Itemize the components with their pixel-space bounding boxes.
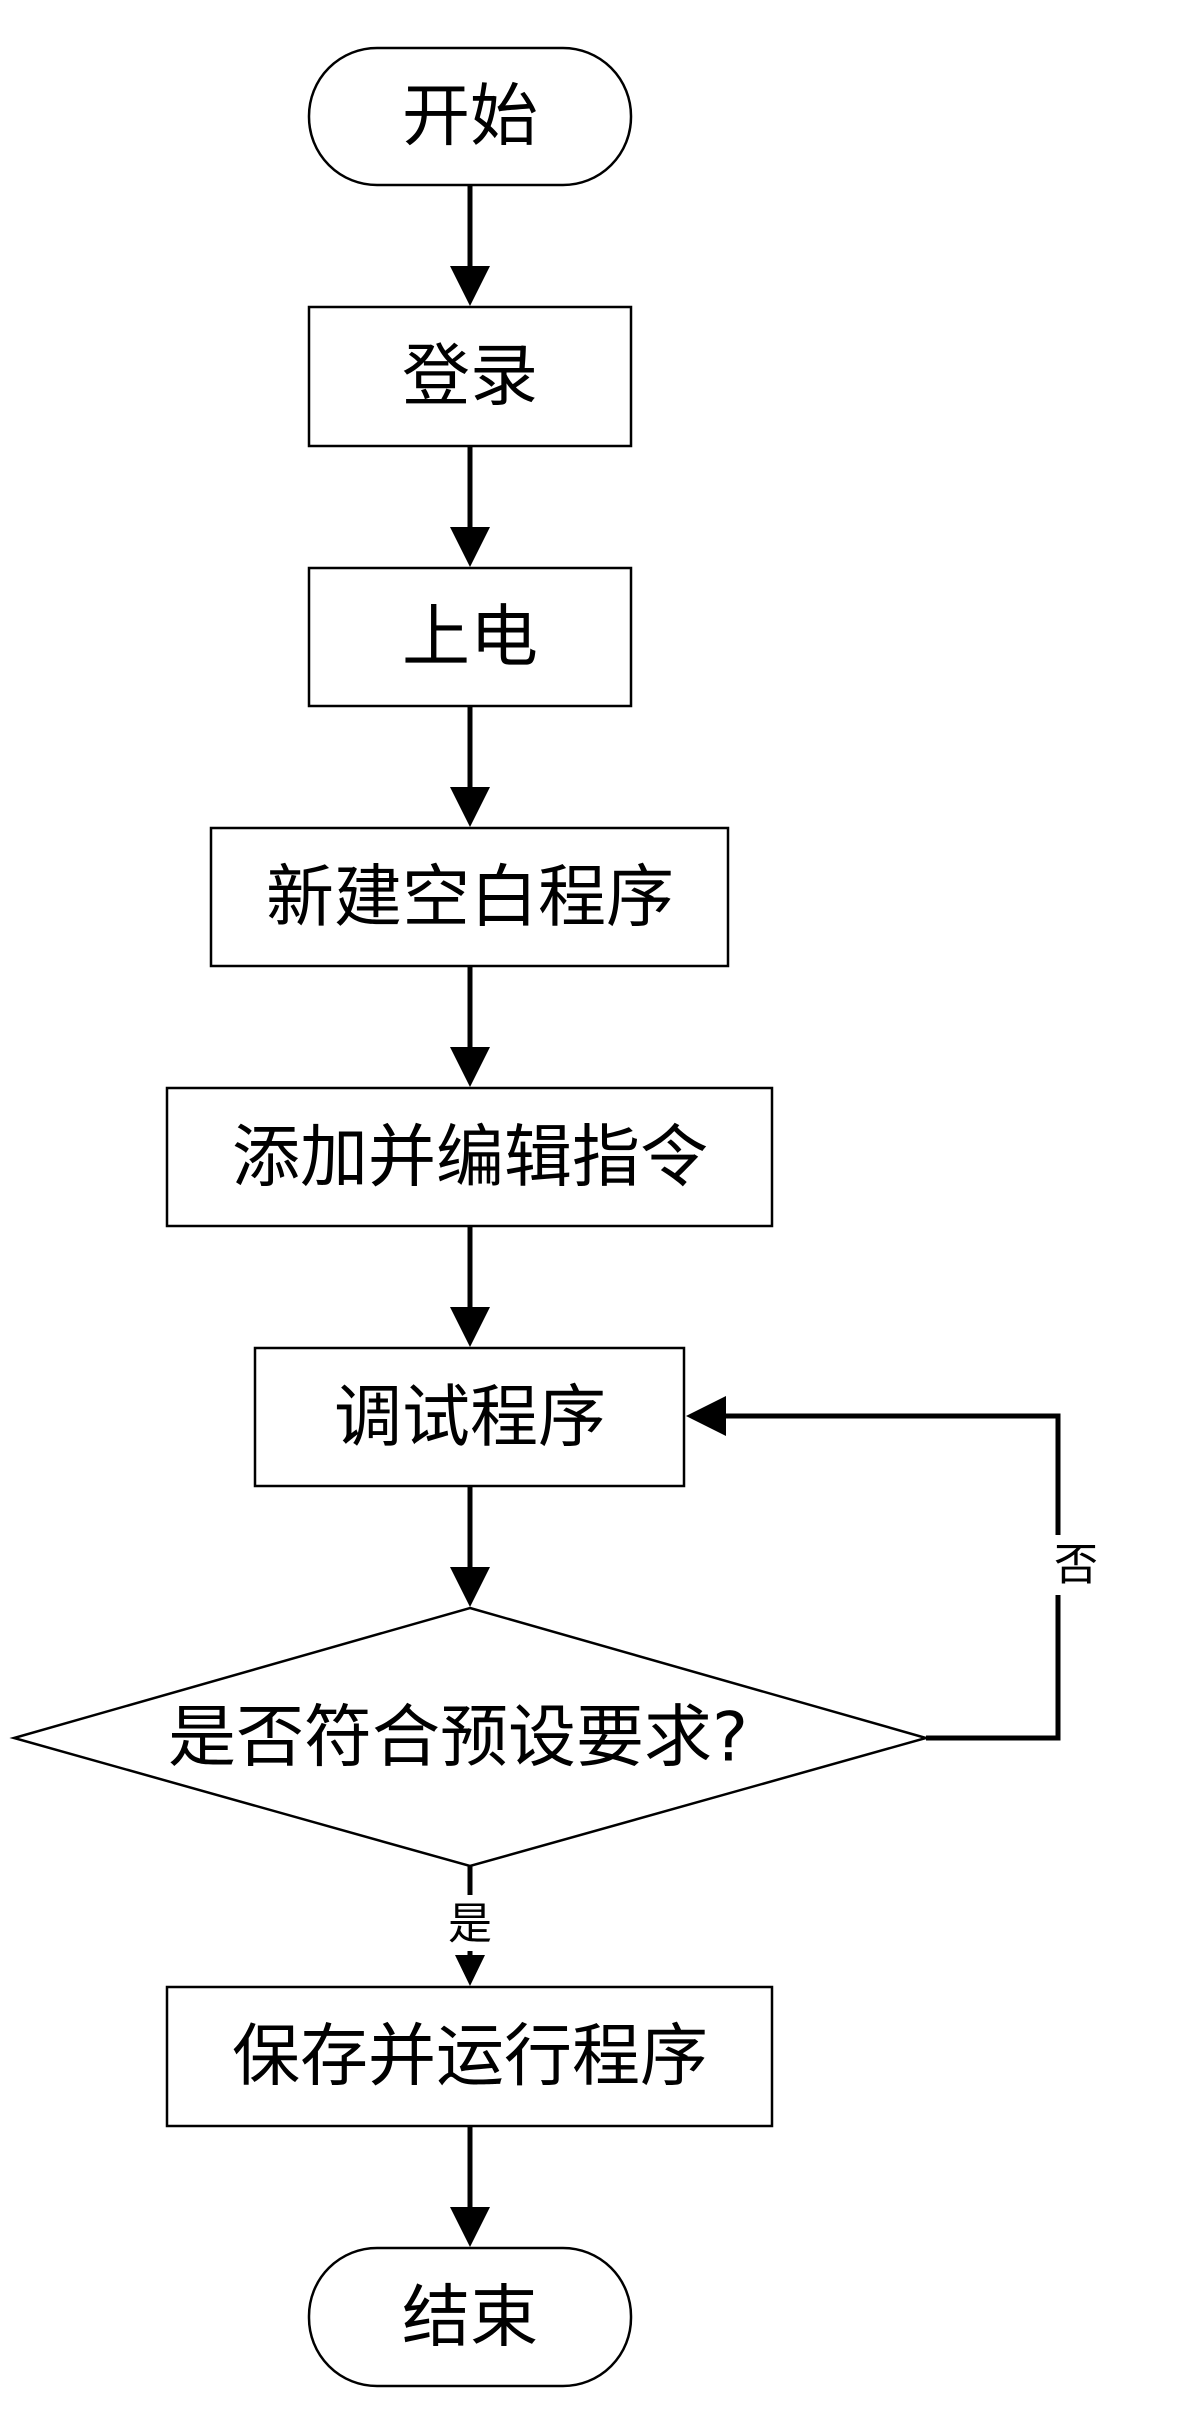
login-box	[307, 305, 633, 448]
edge-label-no: 否	[1054, 1540, 1098, 1591]
arrowhead-new-add	[450, 1047, 490, 1087]
node-debug: 调试程序	[253, 1346, 686, 1488]
end-label: 结束	[402, 2279, 538, 2358]
arrowhead-no-debug	[686, 1396, 726, 1436]
add-edit-box	[165, 1086, 774, 1228]
edge-label-no-bg	[1040, 1535, 1076, 1595]
node-end: 结束	[307, 2246, 633, 2388]
node-new-program: 新建空白程序	[209, 826, 730, 968]
arrowhead-start-login	[450, 266, 490, 306]
arrowhead-add-debug	[450, 1307, 490, 1347]
start-terminator	[307, 46, 633, 187]
decision-diamond	[9, 1606, 931, 1868]
arrowhead-login-poweron	[450, 527, 490, 567]
save-run-label: 保存并运行程序	[232, 2018, 708, 2097]
edge-label-yes: 是	[448, 1899, 492, 1950]
node-save-run: 保存并运行程序	[165, 1985, 774, 2128]
arrowhead-decision-save	[455, 1955, 485, 1986]
power-on-label: 上电	[402, 599, 538, 678]
node-start: 开始	[307, 46, 633, 187]
node-login: 登录	[307, 305, 633, 448]
decision-label: 是否符合预设要求?	[168, 1699, 748, 1778]
add-edit-label: 添加并编辑指令	[232, 1119, 708, 1198]
login-label: 登录	[402, 338, 538, 417]
node-decision: 是否符合预设要求?	[9, 1606, 931, 1868]
node-add-edit: 添加并编辑指令	[165, 1086, 774, 1228]
power-on-box	[307, 566, 633, 708]
edge-label-yes-bg	[448, 1895, 492, 1951]
end-terminator	[307, 2246, 633, 2388]
debug-label: 调试程序	[334, 1379, 606, 1458]
new-program-box	[209, 826, 730, 968]
start-label: 开始	[402, 78, 538, 157]
debug-box	[253, 1346, 686, 1488]
arrowhead-save-end	[450, 2207, 490, 2247]
save-run-box	[165, 1985, 774, 2128]
new-program-label: 新建空白程序	[266, 859, 674, 938]
arrowhead-debug-decision	[450, 1567, 490, 1607]
arrowhead-poweron-new	[450, 787, 490, 827]
loop-no-line	[720, 1413, 1061, 1741]
node-power-on: 上电	[307, 566, 633, 708]
